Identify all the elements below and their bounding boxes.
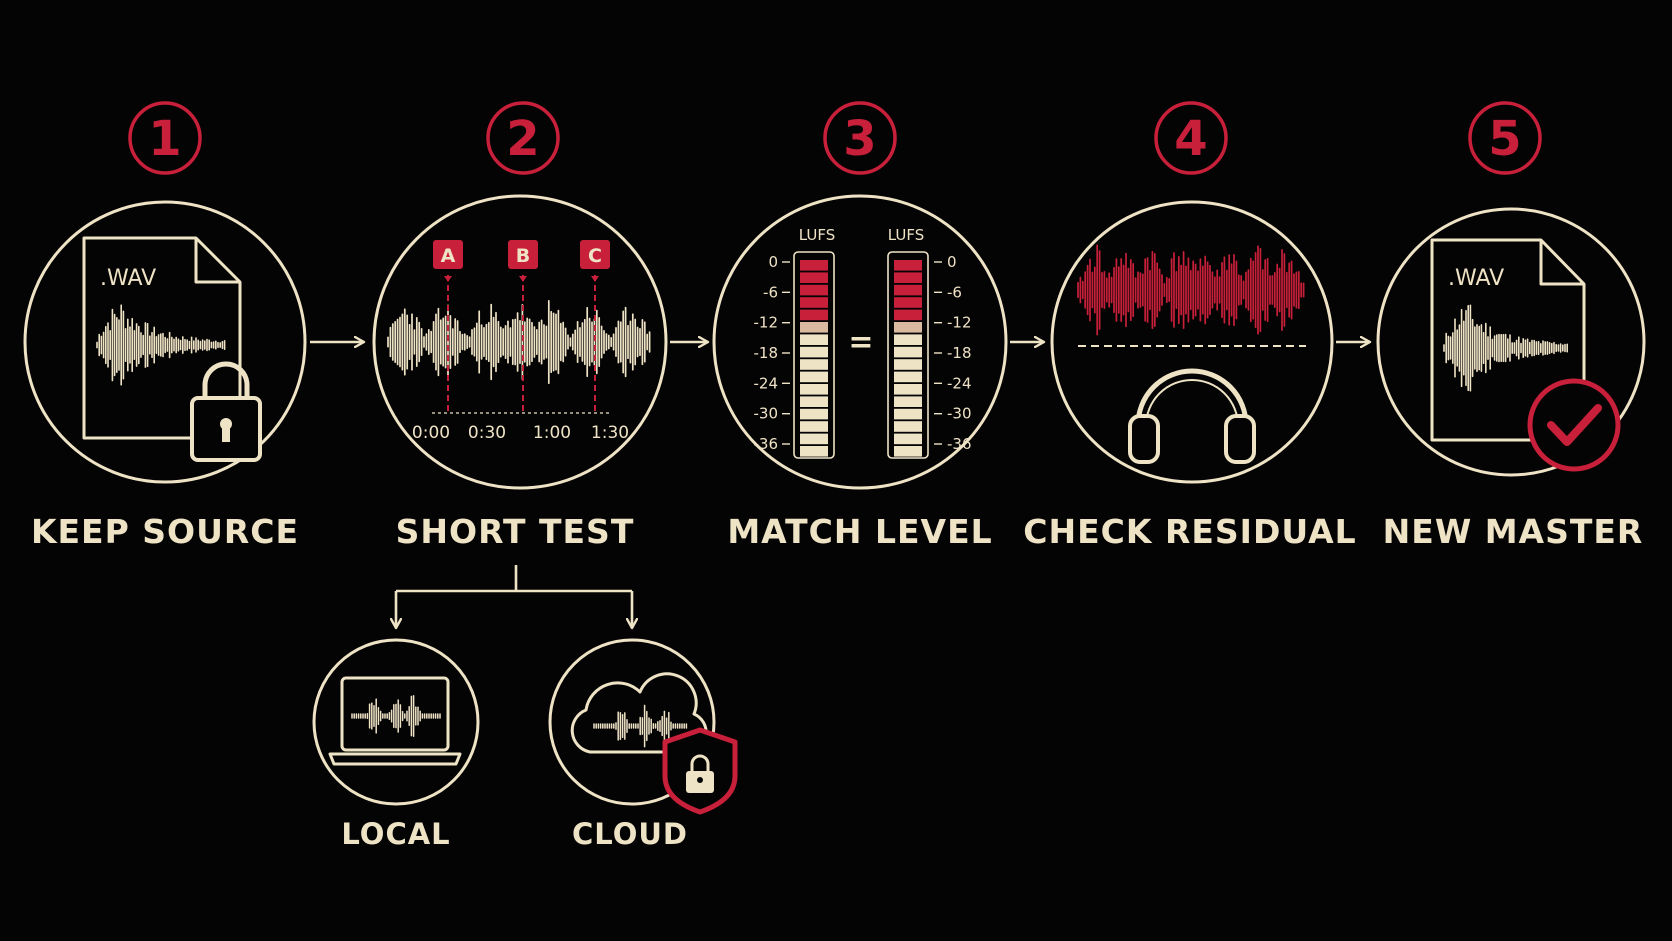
cloud-waveform xyxy=(593,704,688,748)
branch-connector xyxy=(396,565,632,628)
step-4-label: CHECK RESIDUAL xyxy=(1023,512,1356,551)
lock-icon xyxy=(190,361,262,462)
master-file-extension: .WAV xyxy=(1448,266,1504,291)
meter-scale-label: -24 xyxy=(947,374,972,392)
time-label-2: 1:00 xyxy=(533,423,571,443)
meter-scale-label: -18 xyxy=(754,344,779,362)
marker-b-label: B xyxy=(516,245,530,267)
cloud-icon xyxy=(570,672,708,754)
step-3-circle xyxy=(712,194,1008,490)
meter-scale-label: -6 xyxy=(763,283,778,301)
source-file-icon: .WAV xyxy=(82,236,242,440)
equals-sign: = xyxy=(848,325,873,360)
step-3-label: MATCH LEVEL xyxy=(727,512,992,551)
step-5-number: 5 xyxy=(1488,111,1521,167)
cloud-label: CLOUD xyxy=(572,817,688,851)
meter-left-scale: 0 -6 -12 -18 -24 -30 -36 xyxy=(754,253,790,453)
residual-waveform xyxy=(1077,244,1305,336)
step-5-badge: 5 xyxy=(1468,101,1542,175)
marker-b: B xyxy=(508,240,538,414)
step-4-number: 4 xyxy=(1174,111,1207,167)
source-waveform xyxy=(96,304,226,386)
step-2-number: 2 xyxy=(506,111,539,167)
marker-a: A xyxy=(433,240,463,414)
meter-scale-label: 0 xyxy=(768,253,778,271)
shield-lock-icon xyxy=(662,727,738,815)
step-2-badge: 2 xyxy=(486,101,560,175)
step-1-badge: 1 xyxy=(128,101,202,175)
meter-left-title: LUFS xyxy=(799,226,835,244)
meter-left-frame xyxy=(793,251,835,459)
cloud-circle xyxy=(548,638,716,806)
marker-c-label: C xyxy=(588,245,602,267)
time-label-1: 0:30 xyxy=(468,423,506,443)
meter-right-frame xyxy=(887,251,929,459)
step-1-circle xyxy=(23,200,307,484)
source-file-extension: .WAV xyxy=(100,266,156,291)
headphones-icon xyxy=(1128,368,1256,464)
step-5-label: NEW MASTER xyxy=(1383,512,1644,551)
step-2-circle xyxy=(372,194,668,490)
master-waveform xyxy=(1443,304,1568,392)
time-label-0: 0:00 xyxy=(412,423,450,443)
meter-scale-label: 0 xyxy=(947,253,957,271)
step-4-badge: 4 xyxy=(1154,101,1228,175)
step-5-circle xyxy=(1376,207,1646,477)
step-4-circle xyxy=(1050,200,1334,484)
meter-scale-label: -30 xyxy=(947,405,972,423)
meter-right-title: LUFS xyxy=(888,226,924,244)
marker-c: C xyxy=(580,240,610,414)
meter-scale-label: -24 xyxy=(754,374,779,392)
local-circle xyxy=(312,638,480,806)
meter-scale-label: -6 xyxy=(947,283,962,301)
check-icon xyxy=(1527,378,1621,472)
step-3-number: 3 xyxy=(843,111,876,167)
meter-scale-label: -30 xyxy=(754,405,779,423)
meter-right-segments xyxy=(894,260,922,457)
meter-scale-label: -12 xyxy=(754,314,779,332)
meter-scale-label: -18 xyxy=(947,344,972,362)
laptop-waveform xyxy=(351,694,441,738)
meter-scale-label: -12 xyxy=(947,314,972,332)
step-1-label: KEEP SOURCE xyxy=(31,512,299,551)
meter-scale-label: -36 xyxy=(947,435,972,453)
marker-a-label: A xyxy=(441,245,456,267)
time-label-3: 1:30 xyxy=(591,423,629,443)
laptop-icon xyxy=(328,676,462,766)
meter-left-segments xyxy=(800,260,828,457)
test-waveform xyxy=(387,299,651,385)
step-3-badge: 3 xyxy=(823,101,897,175)
step-1-number: 1 xyxy=(148,111,181,167)
step-2-label: SHORT TEST xyxy=(396,512,635,551)
local-label: LOCAL xyxy=(341,817,450,851)
meter-right-scale: 0 -6 -12 -18 -24 -30 -36 xyxy=(934,253,972,453)
meter-scale-label: -36 xyxy=(754,435,779,453)
